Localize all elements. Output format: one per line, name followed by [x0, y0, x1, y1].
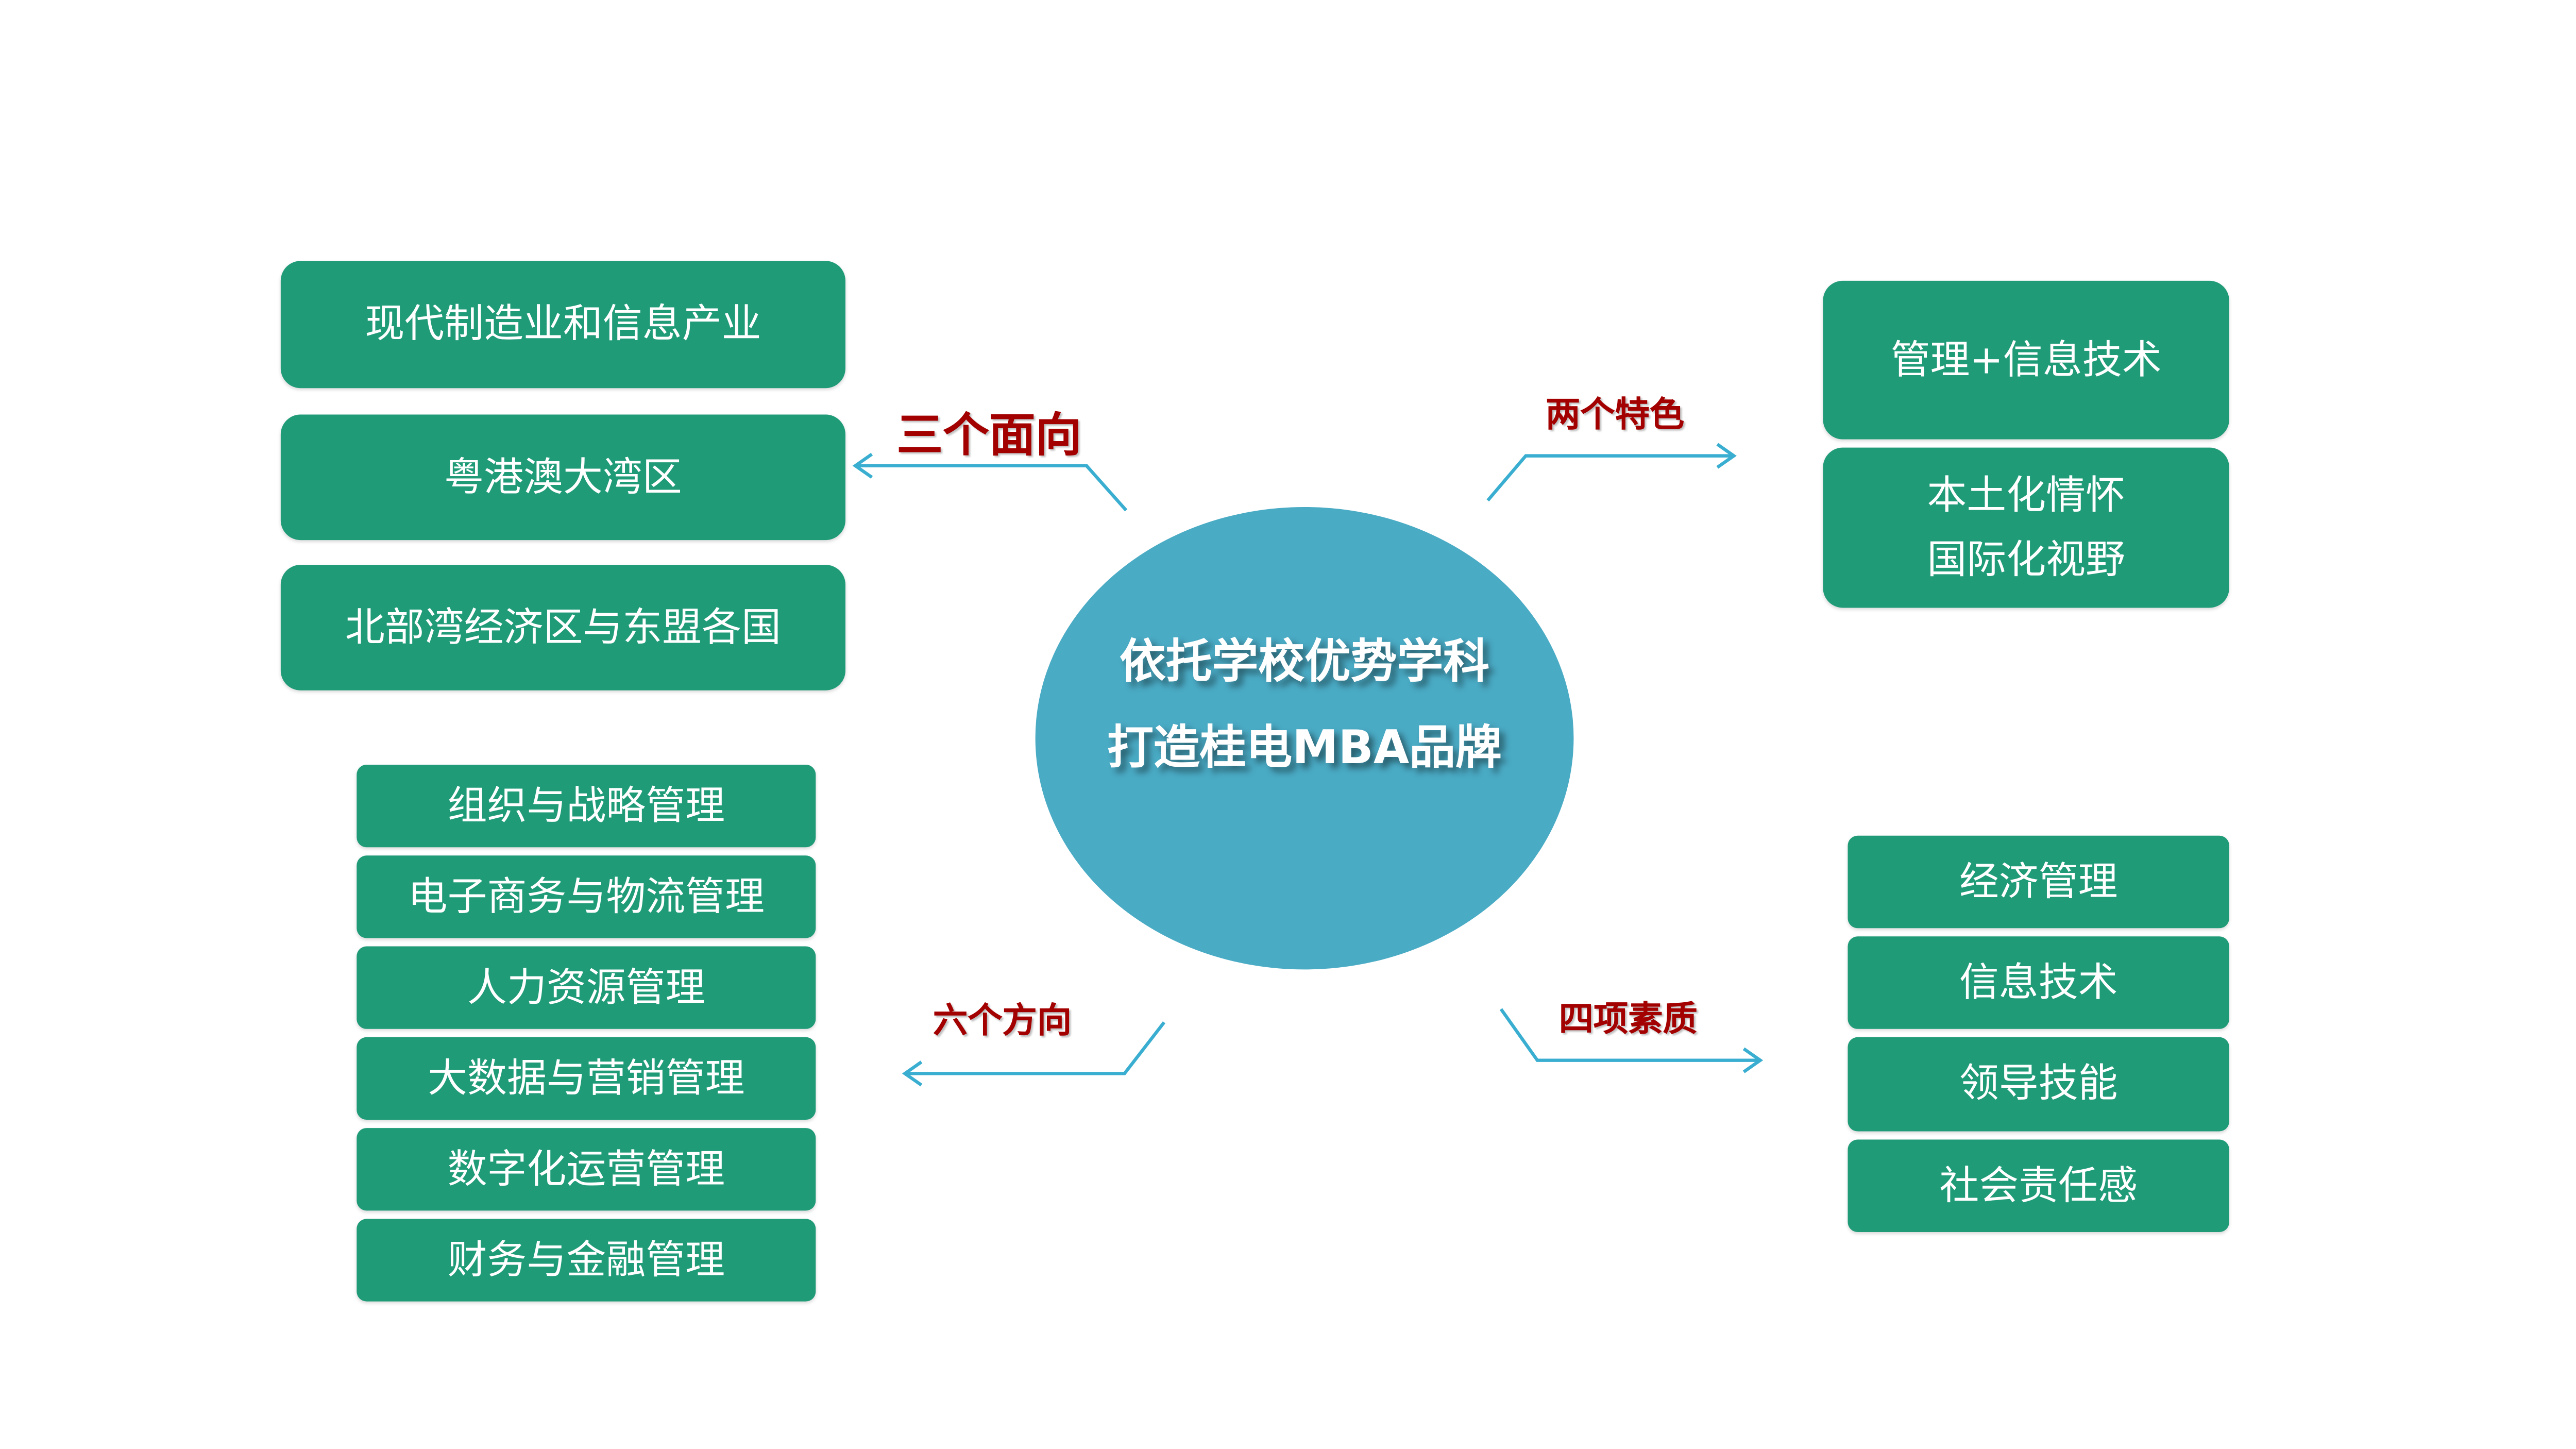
label-six-directions: 六个方向	[933, 1001, 1072, 1041]
quality-box: 经济管理	[1848, 835, 2229, 929]
center-ellipse: 依托学校优势学科 打造桂电MBA品牌	[1035, 507, 1574, 970]
direction-box: 组织与战略管理	[357, 764, 816, 848]
center-line-1: 依托学校优势学科	[1120, 634, 1490, 689]
label-four-qualities: 四项素质	[1558, 999, 1698, 1039]
arrow-two-features	[1486, 454, 1734, 502]
label-two-features: 两个特色	[1545, 395, 1685, 434]
quality-box: 社会责任感	[1848, 1139, 2229, 1233]
label-three-orientations: 三个面向	[896, 408, 1082, 463]
arrowhead-icon	[852, 452, 873, 479]
feature-text: 本土化情怀	[1927, 473, 2125, 519]
quality-box: 领导技能	[1848, 1037, 2229, 1132]
arrowhead-icon	[1742, 1047, 1764, 1073]
orientation-box: 北部湾经济区与东盟各国	[280, 565, 846, 690]
feature-text: 国际化视野	[1927, 536, 2125, 582]
direction-box: 数字化运营管理	[357, 1128, 816, 1211]
arrow-six-directions	[905, 1021, 1166, 1075]
arrowhead-icon	[1716, 443, 1737, 469]
center-line-2: 打造桂电MBA品牌	[1107, 720, 1502, 775]
arrow-four-qualities	[1499, 1008, 1760, 1062]
orientation-box: 现代制造业和信息产业	[280, 261, 846, 389]
direction-box: 电子商务与物流管理	[357, 855, 816, 938]
direction-box: 财务与金融管理	[357, 1219, 816, 1302]
feature-box: 管理+信息技术	[1823, 280, 2229, 440]
orientation-box: 粤港澳大湾区	[280, 414, 846, 541]
arrowhead-icon	[902, 1060, 923, 1087]
arrow-three-orientations	[855, 464, 1128, 512]
feature-box: 本土化情怀 国际化视野	[1823, 447, 2229, 608]
direction-box: 大数据与营销管理	[357, 1037, 816, 1120]
quality-box: 信息技术	[1848, 936, 2229, 1029]
direction-box: 人力资源管理	[357, 946, 816, 1029]
